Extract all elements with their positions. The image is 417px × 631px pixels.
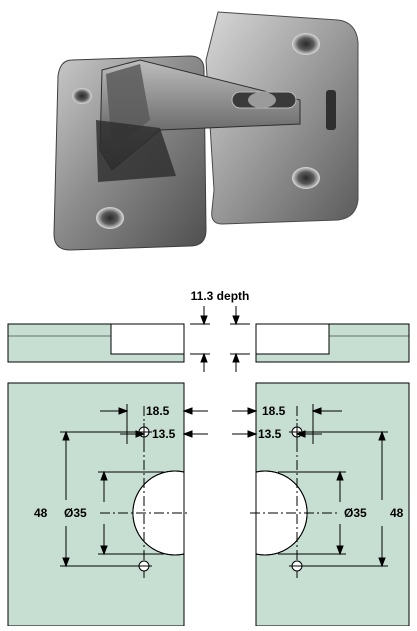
screw-hole-bottom-left — [96, 207, 124, 229]
left-dimensions — [60, 404, 208, 580]
screw-hole-bottom-right — [292, 167, 320, 189]
left-height-label: 48 — [34, 506, 48, 520]
hinge-adjust-screw — [248, 92, 276, 108]
hinge-illustration — [53, 11, 359, 251]
hinge-plate-slot — [326, 90, 336, 130]
left-offset-outer: 18.5 — [146, 404, 170, 418]
screw-hole-top-left — [72, 88, 92, 104]
depth-dimension — [190, 306, 250, 372]
screw-hole-top-right — [292, 33, 320, 55]
cup-recess-right — [255, 323, 330, 355]
section-view — [7, 323, 410, 363]
left-offset-inner: 13.5 — [152, 427, 176, 441]
left-diameter-label: Ø35 — [64, 506, 87, 520]
hinge-arm-shadow — [96, 120, 176, 182]
right-diameter-label: Ø35 — [344, 506, 367, 520]
depth-label: 11.3 depth — [191, 289, 250, 303]
front-view — [7, 382, 410, 627]
right-offset-inner: 13.5 — [258, 427, 282, 441]
right-dimensions — [232, 404, 388, 580]
cup-recess-left — [110, 323, 185, 355]
right-offset-outer: 18.5 — [262, 404, 286, 418]
right-height-label: 48 — [390, 506, 404, 520]
